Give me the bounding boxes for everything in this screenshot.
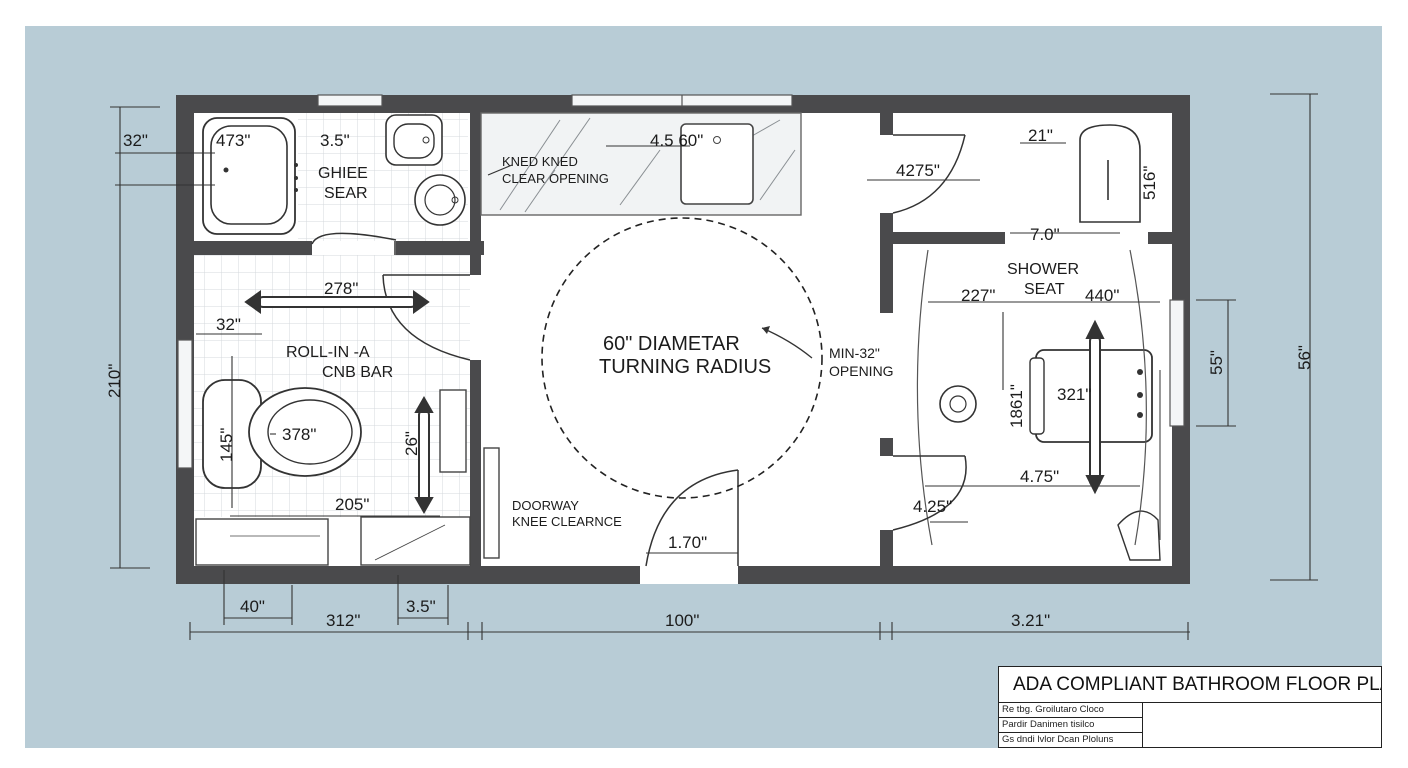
dim-4-25: 4.25"	[913, 497, 952, 516]
shower-seat-label-1: SHOWER	[1007, 261, 1079, 278]
bench-seat-label-1: GHIEE	[318, 165, 368, 182]
turning-label-2: TURNING RADIUS	[599, 356, 771, 378]
toilet	[202, 379, 362, 489]
dim-21: 21"	[1028, 126, 1053, 145]
room-labels: GHIEE SEAR KNED KNED CLEAR OPENING ROLL-…	[286, 154, 1079, 529]
bench-seat-label-2: SEAR	[324, 185, 368, 202]
vanity-counter	[480, 112, 802, 216]
dim-4-5-60: 4.5 60"	[650, 131, 703, 150]
door-swings	[311, 134, 967, 567]
dim-516: 516"	[1140, 166, 1159, 200]
round-sink	[414, 174, 466, 226]
dim-100: 100"	[665, 611, 699, 630]
windows	[177, 94, 1185, 469]
dim-440: 440"	[1085, 286, 1119, 305]
plan-title: ADA COMPLIANT BATHROOM FLOOR PLAN	[999, 667, 1381, 703]
dim-26: 26"	[402, 431, 421, 456]
dim-312: 312"	[326, 611, 360, 630]
knee-clear-label-1: KNED KNED	[502, 154, 578, 169]
shower-seat-label-2: SEAT	[1024, 281, 1065, 298]
doorway-label-1: DOORWAY	[512, 498, 579, 513]
shower-boundary	[916, 249, 1161, 546]
title-block-row-3: Gs dndi lvlor Dcan Ploluns	[999, 733, 1143, 748]
dim-278: 278"	[324, 279, 358, 298]
dim-40: 40"	[240, 597, 265, 616]
min-opening-label-2: OPENING	[829, 363, 894, 379]
dimension-labels: 32" 473" 3.5" 4.5 60" 21" 4275" 516" 7.0…	[105, 126, 1314, 630]
title-block: ADA COMPLIANT BATHROOM FLOOR PLAN Re tbg…	[998, 666, 1382, 748]
wall-grab-bar	[439, 389, 500, 559]
bathtub	[202, 117, 298, 235]
small-sink-top	[385, 114, 443, 166]
knee-clear-label-2: CLEAR OPENING	[502, 171, 609, 186]
dim-32-left: 32"	[216, 315, 241, 334]
roll-in-label-1: ROLL-IN -A	[286, 344, 370, 361]
dim-3-21: 3.21"	[1011, 611, 1050, 630]
turning-label-1: 60" DIAMETAR	[603, 333, 740, 355]
dim-7-0: 7.0"	[1030, 225, 1060, 244]
dim-1861: 1861"	[1007, 384, 1026, 428]
grab-bar-arrows	[244, 290, 1105, 515]
opening-leader-arrow	[762, 326, 770, 334]
dim-321-shower: 321"	[1057, 385, 1091, 404]
min-opening-label-1: MIN-32"	[829, 345, 880, 361]
dim-227: 227"	[961, 286, 995, 305]
dim-4275: 4275"	[896, 161, 940, 180]
title-block-row-2: Pardir Danimen tisilco	[999, 718, 1143, 733]
dim-4-75: 4.75"	[1020, 467, 1059, 486]
dim-378: 378"	[282, 425, 316, 444]
dim-56: 56"	[1295, 345, 1314, 370]
dim-3-5-top: 3.5"	[320, 131, 350, 150]
doorway-label-2: KNEE CLEARNCE	[512, 514, 622, 529]
dim-1-70: 1.70"	[668, 533, 707, 552]
base-cabinets	[195, 516, 471, 566]
dim-32-top: 32"	[123, 131, 148, 150]
dimension-lines	[110, 93, 1318, 640]
dim-3-5-bottom: 3.5"	[406, 597, 436, 616]
interior-walls	[194, 113, 1172, 584]
shower-fixtures	[939, 124, 1161, 561]
dim-473: 473"	[216, 131, 250, 150]
roll-in-label-2: CNB BAR	[322, 364, 393, 381]
dim-210: 210"	[105, 364, 124, 398]
title-block-row-1: Re tbg. Groilutaro Cloco	[999, 703, 1143, 718]
dim-145: 145"	[217, 428, 236, 462]
dim-205: 205"	[335, 495, 369, 514]
dim-55: 55"	[1207, 350, 1226, 375]
turning-circle	[541, 217, 823, 499]
